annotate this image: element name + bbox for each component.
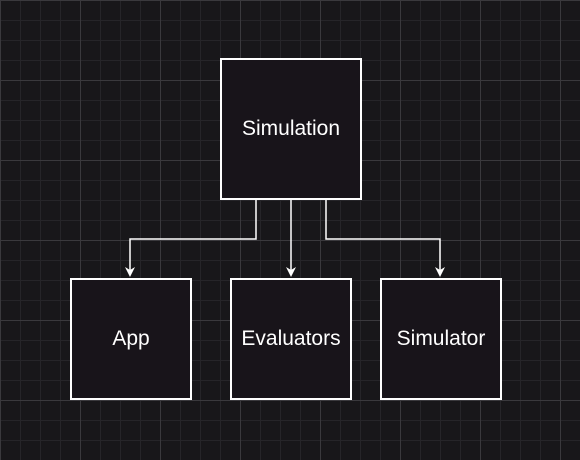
node-simulation[interactable]: Simulation — [220, 58, 362, 200]
node-app-label: App — [112, 327, 150, 350]
edge-simulation-to-simulator — [325, 200, 445, 277]
node-evaluators[interactable]: Evaluators — [230, 278, 352, 400]
edge-simulation-to-app — [125, 200, 257, 277]
node-simulation-label: Simulation — [241, 117, 341, 140]
node-simulator[interactable]: Simulator — [380, 278, 502, 400]
node-evaluators-label: Evaluators — [241, 327, 341, 350]
node-simulator-label: Simulator — [396, 327, 486, 350]
node-app[interactable]: App — [70, 278, 192, 400]
